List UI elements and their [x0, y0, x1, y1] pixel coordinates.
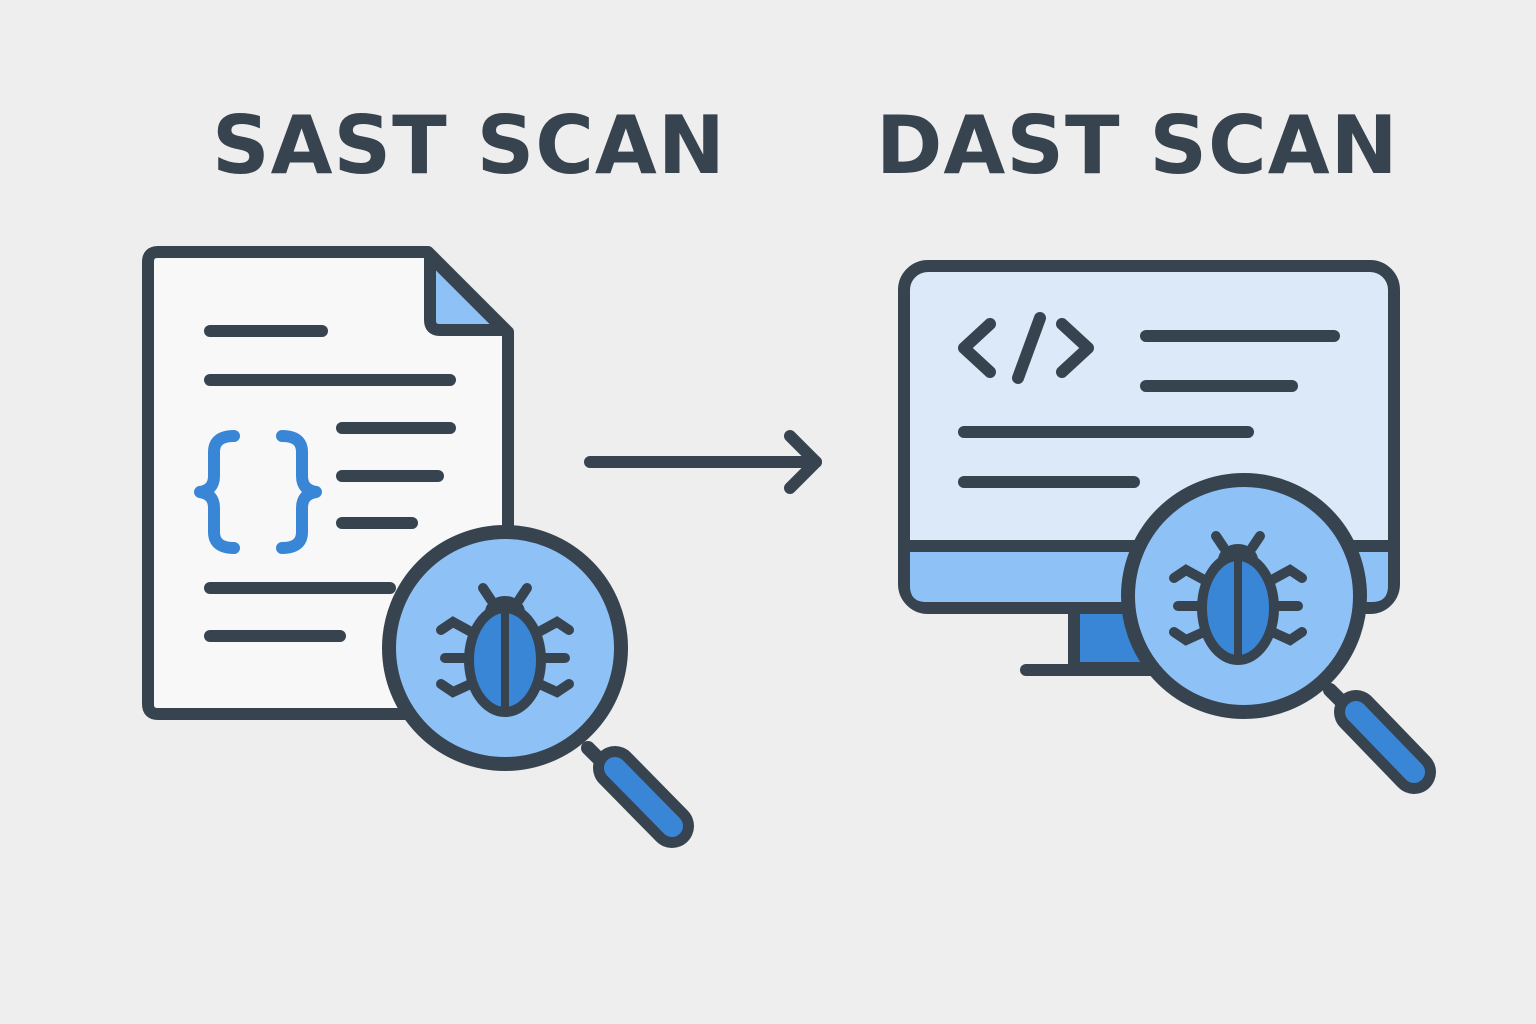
curly-braces-icon [194, 430, 322, 554]
sast-bug-icon [436, 583, 574, 717]
code-tag-icon [958, 312, 1094, 384]
arrow-right-icon [584, 430, 822, 494]
dast-bug-magnifier-icon [1121, 473, 1436, 794]
dast-bug-icon [1169, 531, 1307, 665]
sast-bug-magnifier-icon [382, 525, 694, 848]
document-text-lines [204, 325, 456, 642]
dast-scan-title: DAST SCAN [876, 99, 1399, 192]
screen-text-lines [958, 330, 1340, 488]
sast-scan-title: SAST SCAN [212, 99, 726, 192]
